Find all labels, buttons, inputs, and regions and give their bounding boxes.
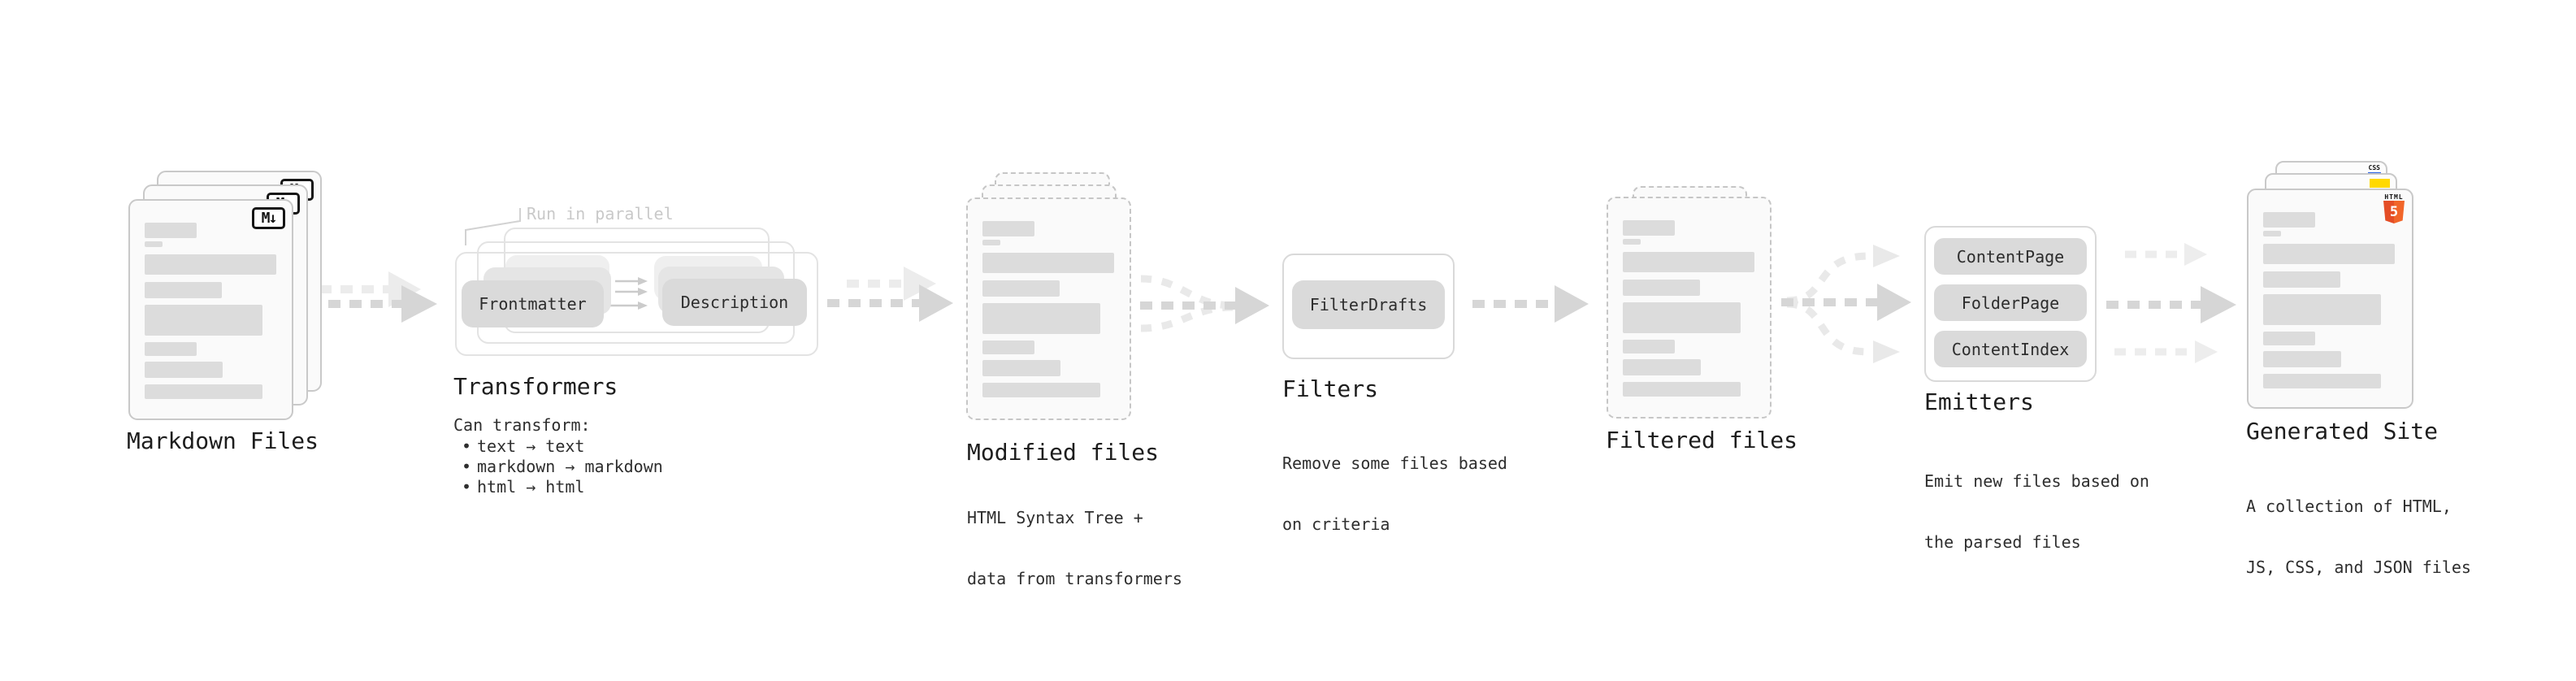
arrow-transformers-to-modified	[827, 267, 953, 322]
arrow-modified-to-filters	[1140, 275, 1269, 332]
folderpage-pill: FolderPage	[1934, 284, 2087, 321]
modified-files-desc: HTML Syntax Tree + data from transformer…	[967, 508, 1182, 588]
text-line-bar	[982, 253, 1114, 273]
text-line-bar	[982, 221, 1034, 236]
text-line-bar	[145, 305, 262, 336]
text-line-bar	[1623, 252, 1754, 272]
transformer-parallel-arrows	[609, 277, 648, 310]
text-line-bar	[982, 303, 1100, 334]
contentpage-pill: ContentPage	[1934, 238, 2087, 275]
text-line-bar	[1623, 220, 1675, 236]
text-line-bar	[1623, 239, 1641, 245]
description-pill: Description	[662, 279, 807, 326]
text-line-bar	[145, 384, 262, 399]
modified-file-card	[966, 197, 1131, 420]
text-line-bar	[1623, 280, 1700, 296]
text-line-bar	[1623, 302, 1741, 333]
text-line-bar	[982, 240, 1000, 245]
run-in-parallel-note: Run in parallel	[527, 204, 674, 223]
text-line-bar	[2263, 294, 2381, 325]
markdown-icon: M↓	[252, 207, 285, 229]
bullet-item: •text → text	[462, 436, 585, 456]
bullet-item: •markdown → markdown	[462, 457, 663, 476]
emitters-label: Emitters	[1924, 388, 2034, 415]
text-line-bar	[982, 280, 1060, 297]
frontmatter-pill: Frontmatter	[462, 280, 604, 327]
text-line-bar	[2263, 212, 2315, 228]
text-line-bar	[2263, 332, 2315, 345]
markdown-file-card-front: M↓	[128, 199, 293, 420]
text-line-bar	[145, 342, 197, 356]
filters-desc: Remove some files based on criteria	[1282, 453, 1507, 534]
html5-icon: HTML 5	[2383, 193, 2405, 223]
text-line-bar	[2263, 231, 2281, 236]
text-line-bar	[145, 362, 223, 378]
text-line-bar	[1623, 340, 1675, 354]
arrow-emitters-to-generated	[2106, 243, 2236, 363]
contentindex-pill: ContentIndex	[1934, 331, 2087, 367]
text-line-bar	[145, 282, 222, 298]
text-line-bar	[145, 223, 197, 238]
arrow-markdown-to-transformers	[307, 271, 437, 323]
text-line-bar	[982, 340, 1034, 354]
transformer-frame-front	[455, 252, 818, 356]
text-line-bar	[2263, 351, 2341, 367]
markdown-files-label: Markdown Files	[127, 427, 319, 454]
transformers-label: Transformers	[453, 373, 618, 400]
filterdrafts-pill: FilterDrafts	[1292, 280, 1445, 329]
text-line-bar	[982, 360, 1060, 376]
filtered-files-label: Filtered files	[1606, 427, 1798, 453]
text-line-bar	[2263, 374, 2381, 388]
transformers-desc-title: Can transform:	[453, 415, 591, 435]
emitters-desc: Emit new files based on the parsed files	[1924, 471, 2149, 552]
generated-site-label: Generated Site	[2246, 418, 2439, 445]
bullet-item: •html → html	[462, 477, 585, 497]
generated-site-card: HTML 5	[2247, 189, 2413, 409]
filters-label: Filters	[1282, 375, 1379, 402]
text-line-bar	[982, 383, 1100, 397]
modified-files-label: Modified files	[967, 439, 1160, 466]
arrow-filters-to-filtered	[1472, 285, 1589, 323]
javascript-icon	[2370, 179, 2390, 188]
text-line-bar	[145, 254, 276, 275]
text-line-bar	[1623, 382, 1741, 397]
text-line-bar	[2263, 244, 2395, 264]
transformers-bullet-list: •text → text •markdown → markdown •html …	[453, 436, 663, 497]
generated-site-desc: A collection of HTML, JS, CSS, and JSON …	[2246, 497, 2471, 577]
arrow-filtered-to-emitters	[1781, 245, 1911, 363]
filtered-file-card	[1607, 197, 1772, 419]
text-line-bar	[1623, 359, 1701, 375]
text-line-bar	[145, 241, 163, 247]
text-line-bar	[2263, 271, 2340, 288]
run-in-parallel-leader-line	[465, 208, 521, 245]
